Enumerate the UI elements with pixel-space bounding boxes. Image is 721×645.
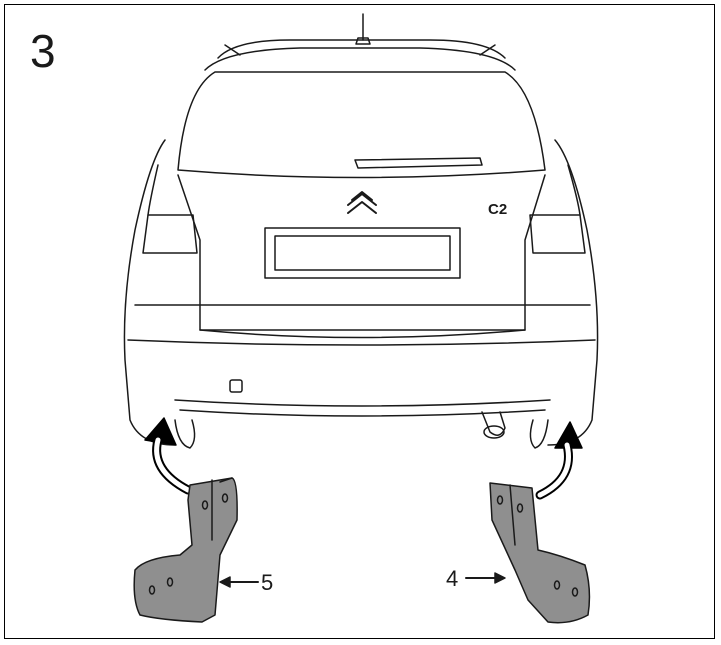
double-chevron-logo <box>347 191 377 214</box>
mud-flap-right <box>489 482 591 624</box>
curved-arrow-left-icon <box>144 417 193 495</box>
leader-arrow-right-icon <box>465 572 506 584</box>
curved-arrow-right-icon <box>535 421 583 500</box>
car-body <box>123 13 599 449</box>
leader-arrow-left-icon <box>219 576 259 588</box>
mud-flap-left <box>133 477 238 623</box>
car-badge: C2 <box>488 201 507 218</box>
callout-4: 4 <box>446 566 458 591</box>
callout-5: 5 <box>261 570 273 595</box>
step-number: 3 <box>30 25 56 77</box>
illustration-frame <box>4 4 715 639</box>
